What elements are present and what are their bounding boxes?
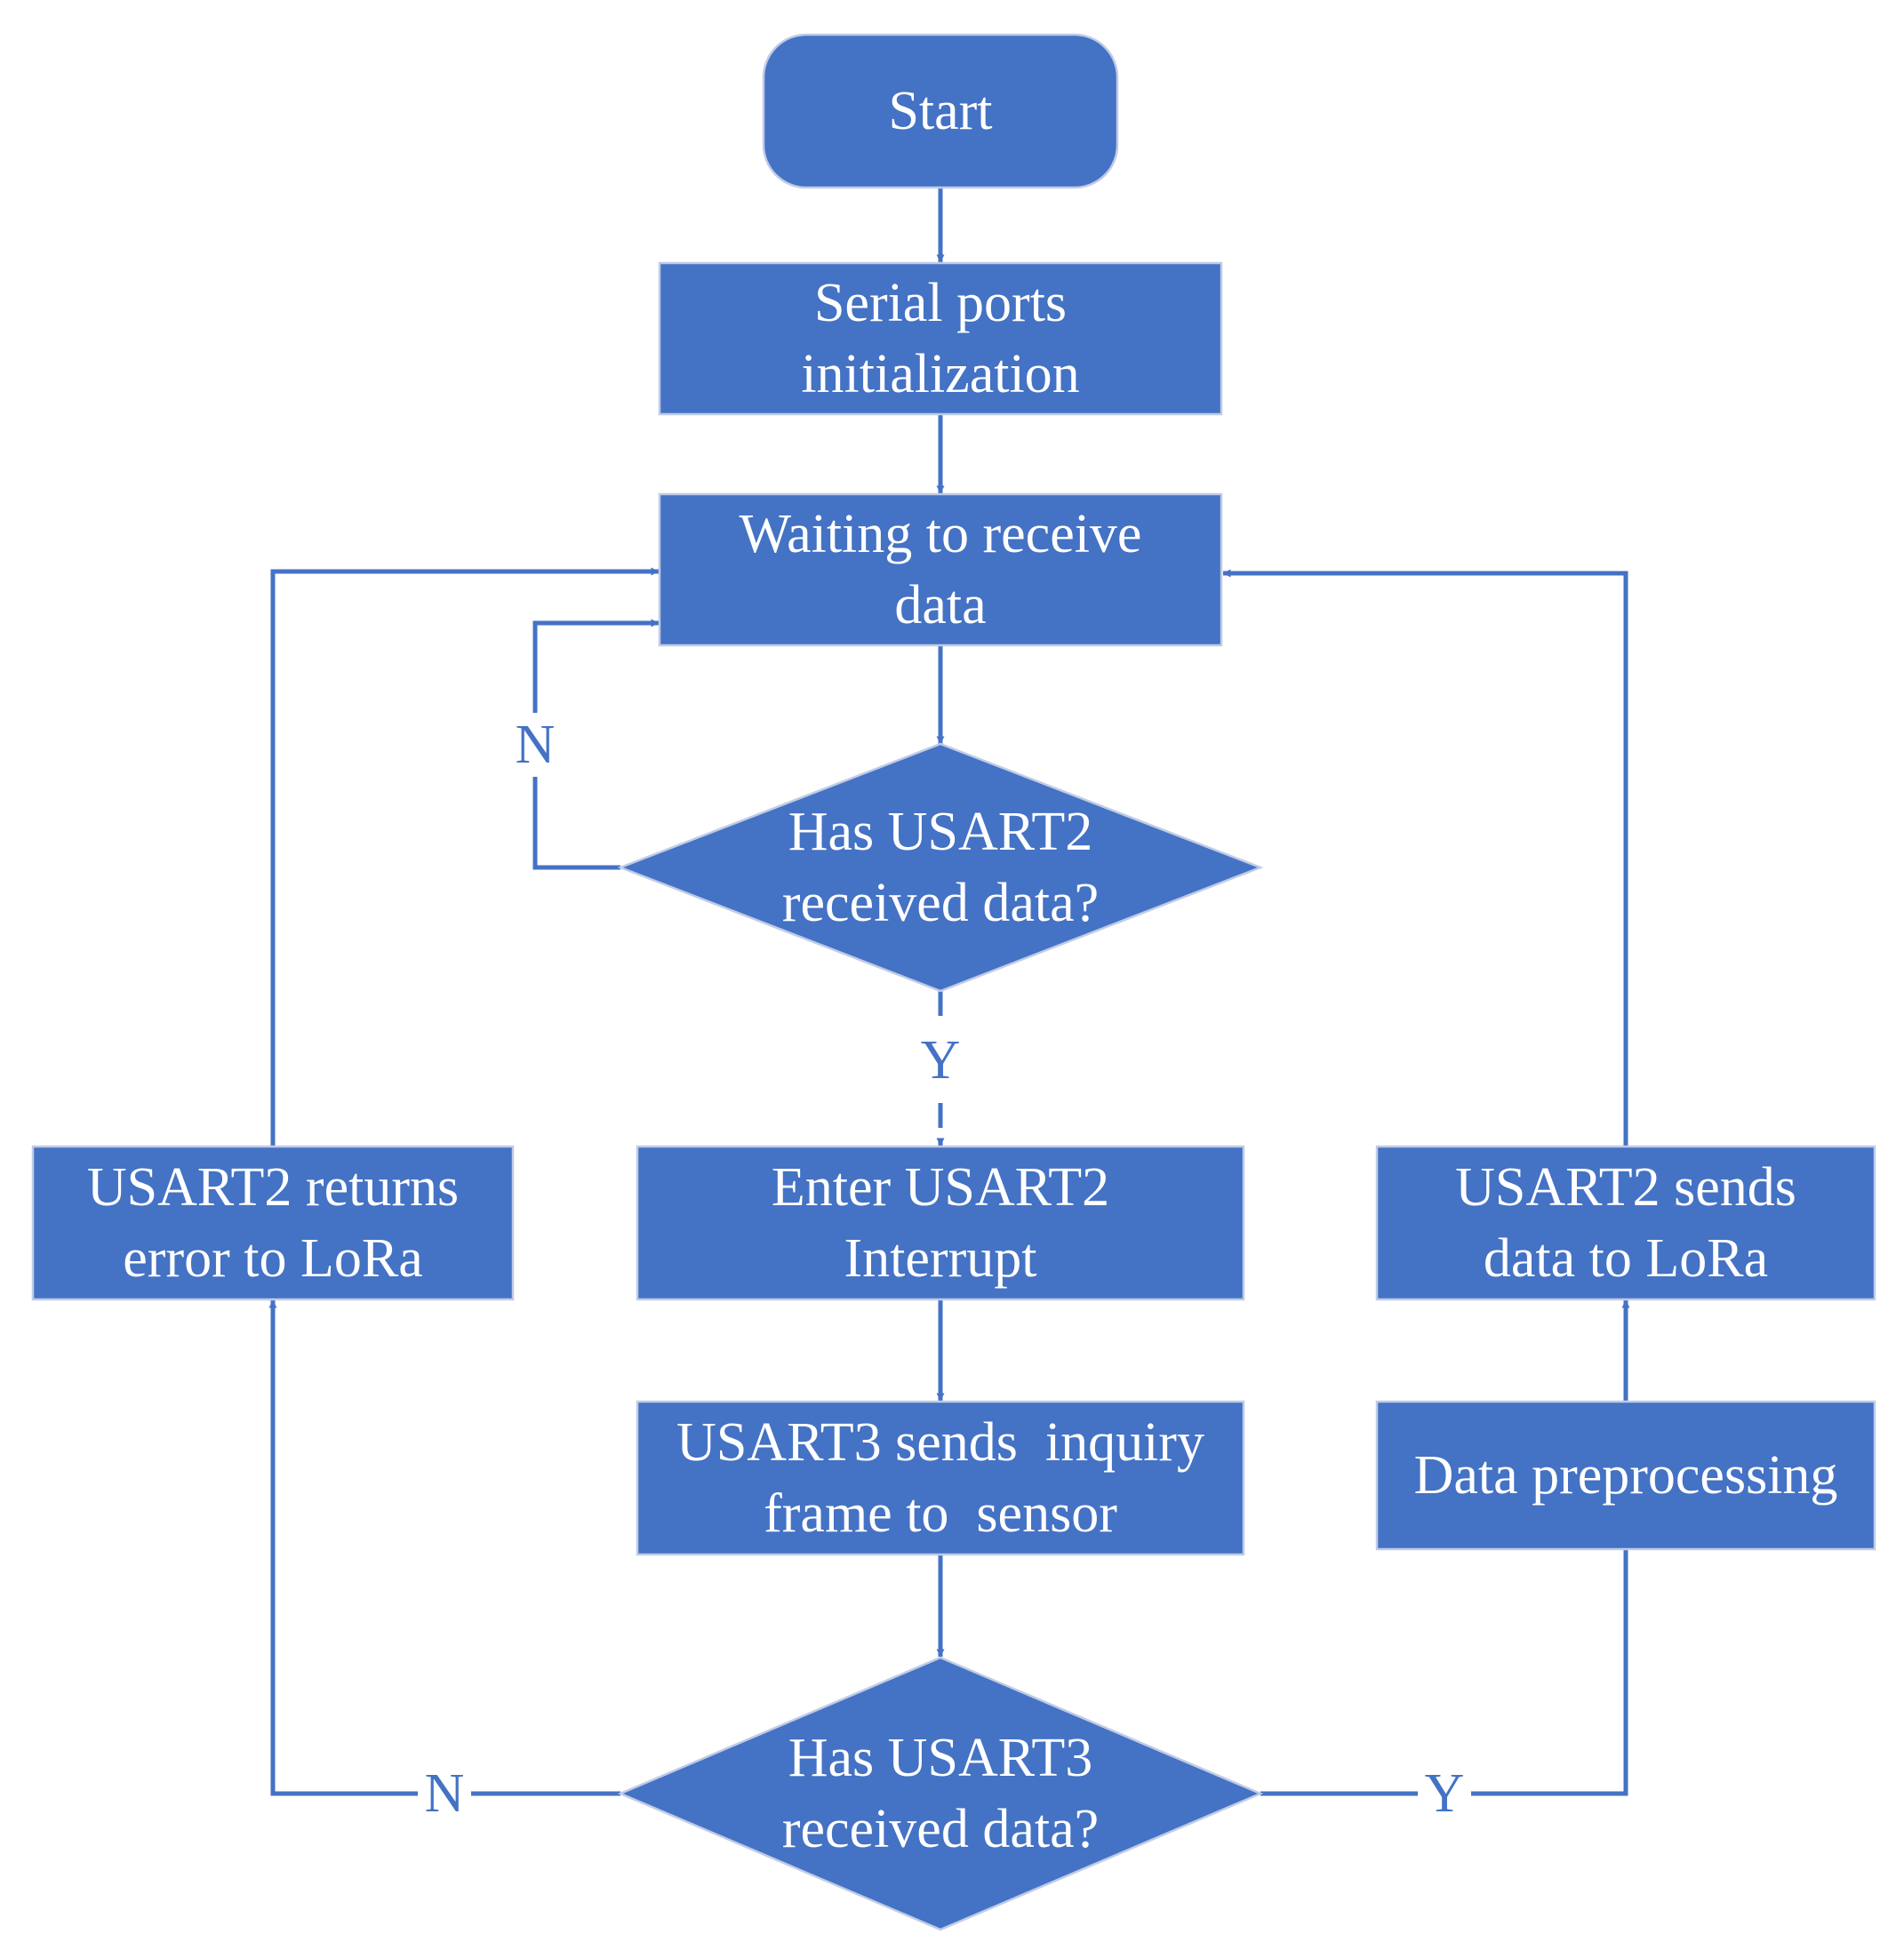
node-dec2-label-line-1: Has USART2 [788,802,1092,862]
edge-label-background [914,1028,967,1092]
edge-label-background [1418,1762,1471,1826]
node-send-label-line-2: data to LoRa [1484,1228,1768,1289]
node-dec2-label-line-2: received data? [782,873,1099,933]
node-start-shape [762,33,1119,189]
edge-label-text: N [516,715,556,775]
node-init: Serial ports initialization [658,261,1223,416]
node-preprocess-label-line-1: Data preprocessing [1414,1445,1838,1506]
node-dec2-shape [617,742,1264,993]
node-preprocess-shape [1375,1400,1876,1551]
node-start-label-line-1: Start [888,81,992,141]
node-interrupt-label-line-1: Enter USART2 [772,1157,1109,1218]
node-wait: Waiting to receive data [658,492,1223,647]
node-inquiry: USART3 sends inquiry frame to sensor [636,1400,1245,1556]
node-init-label-line-2: initialization [801,344,1079,404]
node-send-shape [1375,1145,1876,1301]
edge-dec3-to-preprocess [1260,1549,1628,1796]
node-dec2: Has USART2 received data? [617,742,1264,993]
node-init-label-line-1: Serial ports [814,273,1067,333]
node-interrupt-label-line-2: Interrupt [844,1228,1037,1289]
node-wait-label-line-2: data [894,575,986,635]
edge-error-to-wait [270,567,660,1147]
edge-label-dec3-to-preprocess: Y [1418,1762,1471,1826]
edge-label-text: Y [1425,1763,1465,1824]
edges-layer [268,188,1630,1796]
node-dec3-label-line-1: Has USART3 [788,1728,1092,1788]
edge-label-dec2-to-interrupt: Y [914,1028,967,1092]
node-inquiry-label-line-1: USART3 sends inquiry [676,1412,1204,1473]
node-error-label-line-2: error to LoRa [123,1228,422,1289]
node-send-label-line-1: USART2 sends [1455,1157,1796,1218]
node-dec3: Has USART3 received data? [617,1656,1264,1931]
edge-send-to-wait [1222,569,1628,1147]
node-interrupt-shape [636,1145,1245,1301]
node-error-label-line-1: USART2 returns [87,1157,459,1218]
node-error: USART2 returns error to LoRa [31,1145,515,1301]
node-inquiry-label-line-2: frame to sensor [764,1483,1117,1544]
node-start: Start [762,33,1119,189]
node-inquiry-shape [636,1400,1245,1556]
edge-label-dec3-to-error: N [418,1762,471,1826]
edge-labels-layer: N Y N Y [418,713,1471,1826]
node-send: USART2 sends data to LoRa [1375,1145,1876,1301]
node-error-shape [31,1145,515,1301]
node-wait-label-line-1: Waiting to receive [740,504,1142,564]
node-wait-shape [658,492,1223,647]
node-dec3-shape [617,1656,1264,1931]
edge-label-background [508,713,562,777]
node-preprocess: Data preprocessing [1375,1400,1876,1551]
node-dec3-label-line-2: received data? [782,1799,1099,1859]
edge-label-text: N [425,1763,465,1824]
node-init-shape [658,261,1223,416]
edge-label-dec2-to-wait: N [508,713,562,777]
edge-dec3-to-error [268,1299,620,1796]
edge-label-text: Y [921,1030,961,1091]
edge-label-background [418,1762,471,1826]
